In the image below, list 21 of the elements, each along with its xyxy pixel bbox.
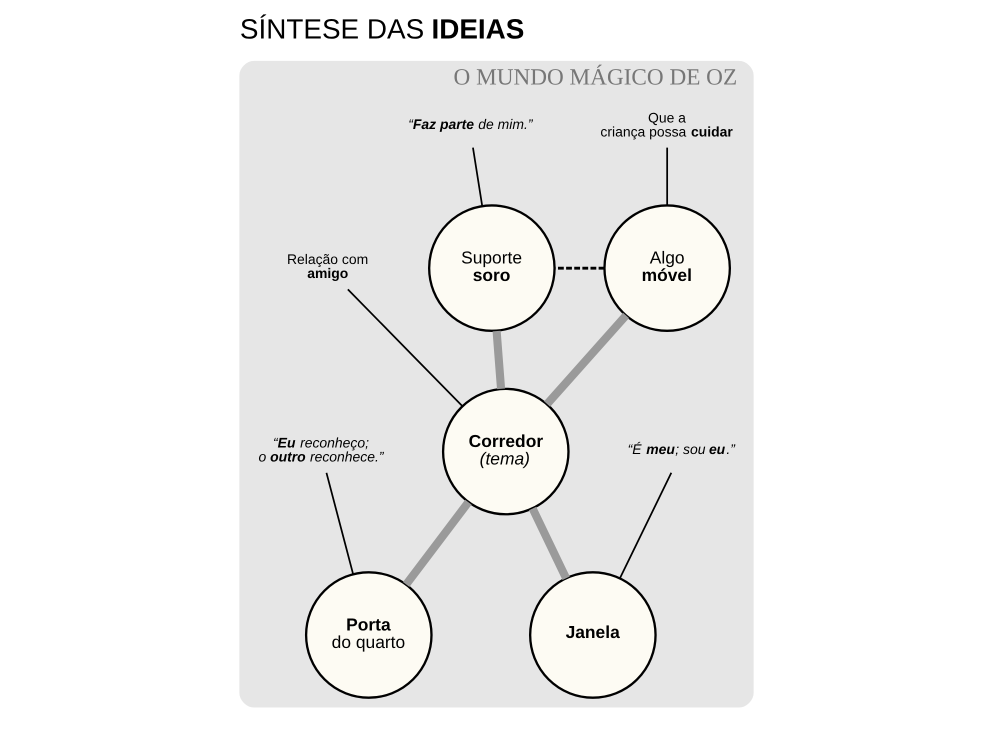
node-circle: Suporte soro — [428, 204, 556, 332]
connector — [554, 266, 604, 270]
node-circle: Algo móvel — [603, 204, 731, 332]
node-text: “É meu; sou eu.” — [628, 441, 735, 458]
connector — [402, 500, 472, 587]
connector — [472, 147, 484, 206]
node-circle: Corredor (tema) — [442, 388, 570, 516]
node-circle: Janela — [529, 571, 657, 699]
node-text: Relação com amigo — [286, 251, 368, 282]
node-text: “Faz parte de mim.” — [408, 116, 532, 132]
connector — [492, 330, 506, 390]
connector — [619, 472, 672, 579]
connector — [528, 506, 570, 580]
connector — [326, 472, 354, 574]
node-text: Que a criança possa cuidar — [600, 110, 733, 140]
diagram-title: SÍNTESE DAS IDEIAS — [240, 14, 524, 45]
connector — [666, 148, 668, 206]
node-circle: Porta do quarto — [304, 571, 433, 699]
node-text: “Eu reconheço; o outro reconhece.” — [258, 434, 384, 465]
connector — [544, 312, 630, 407]
connector — [347, 288, 463, 407]
